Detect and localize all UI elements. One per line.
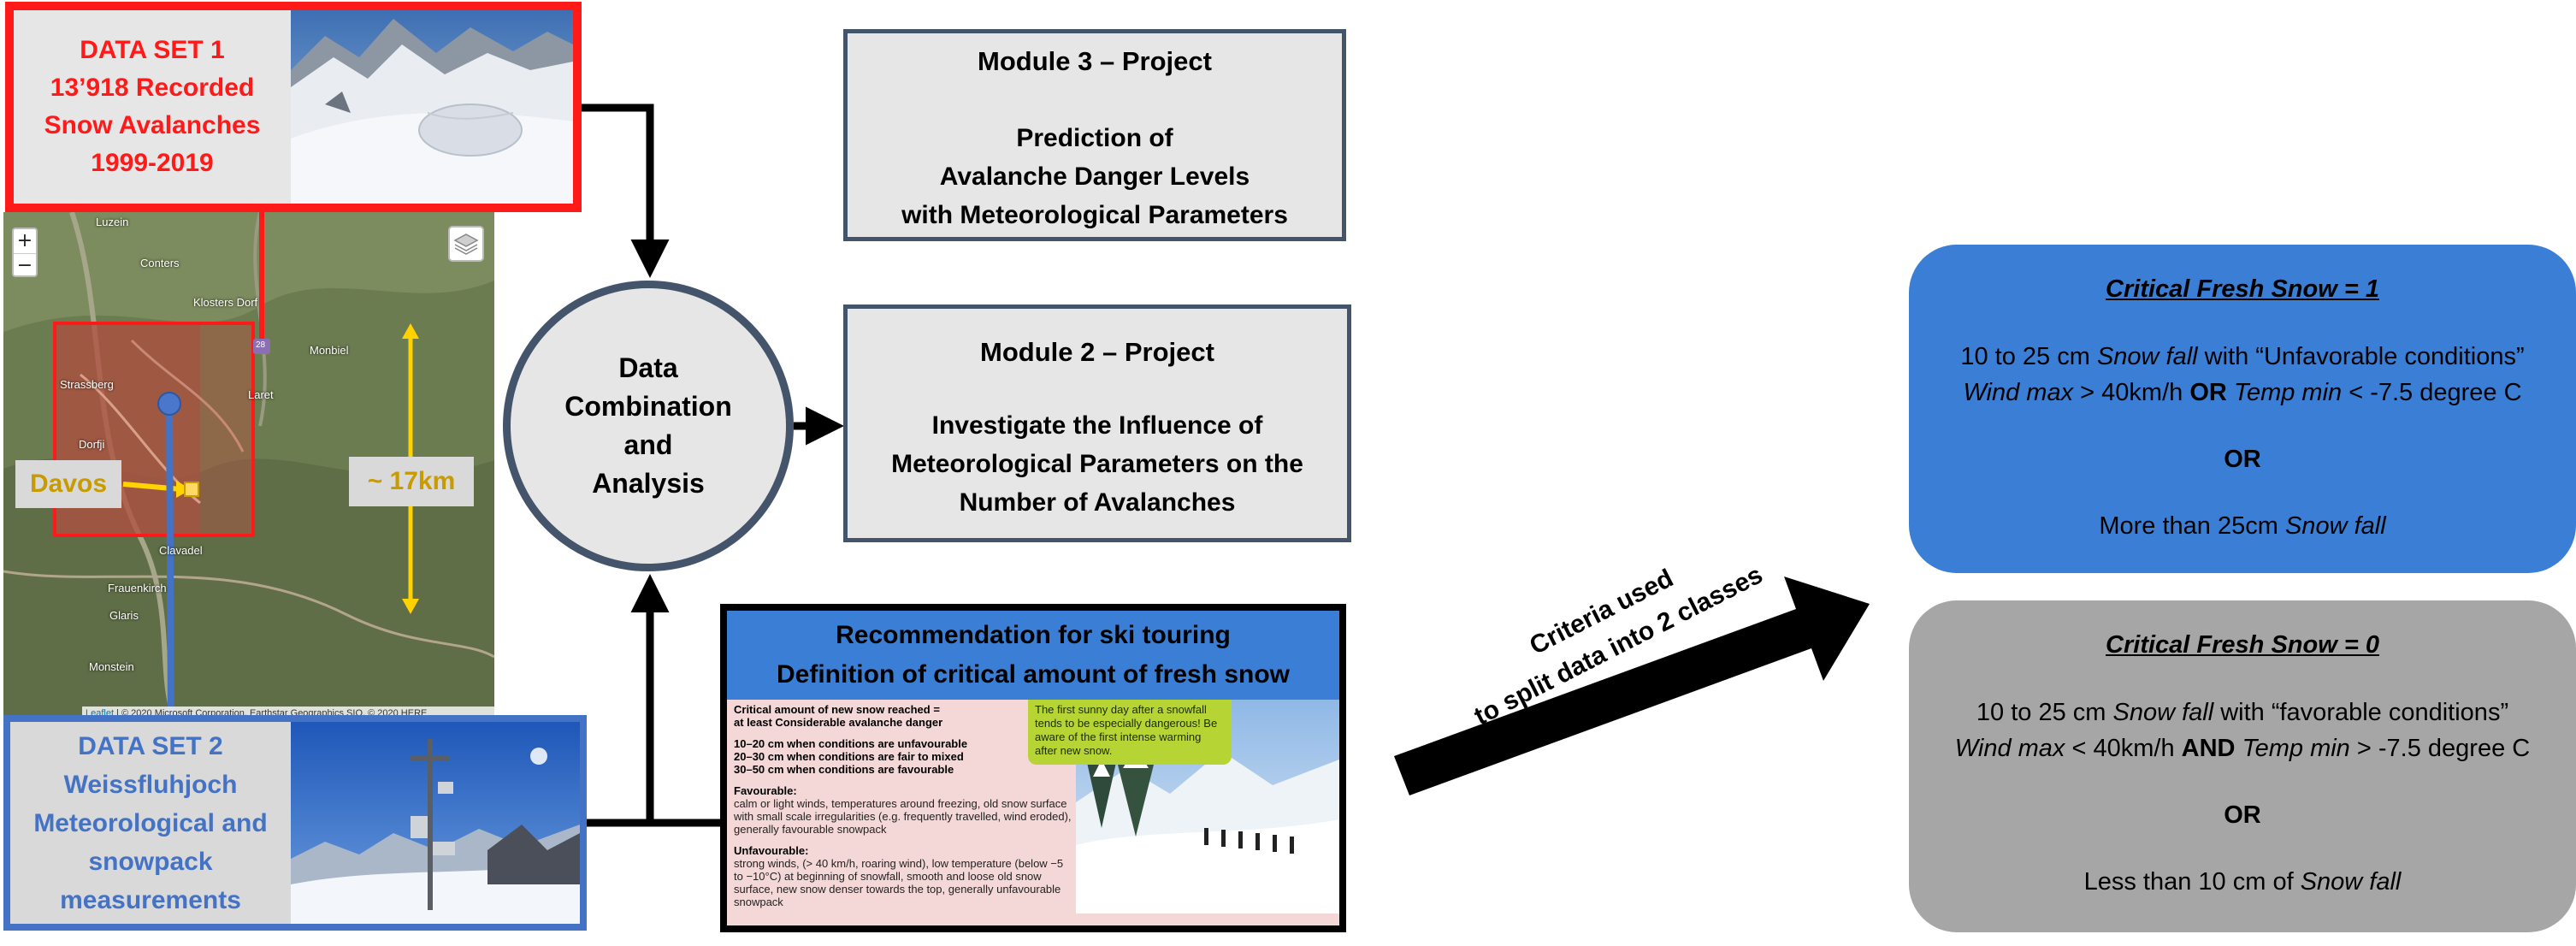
map-label-strassberg: Strassberg [60, 378, 114, 391]
zoom-out-button[interactable]: − [16, 255, 33, 276]
class0-line3: Less than 10 cm of Snow fall [2083, 868, 2402, 896]
module2-body: Investigate the Influence of Meteorologi… [848, 406, 1347, 522]
road-number: 28 [256, 340, 266, 350]
unfavourable-title: Unfavourable: [734, 844, 809, 857]
class0-or: OR [2224, 801, 2261, 829]
dataset2-line: DATA SET 2 [78, 731, 223, 760]
arrow-dataset2-to-circle [587, 582, 720, 827]
dataset1-line: 13’918 Recorded [50, 74, 255, 102]
zoom-separator [14, 253, 36, 254]
map-label-glaris: Glaris [109, 609, 139, 622]
distance-arrow-top [402, 323, 419, 339]
circle-line: Combination [564, 391, 732, 422]
module3-body: Prediction of Avalanche Danger Levels wi… [848, 119, 1342, 234]
warning-note: The first sunny day after a snowfall ten… [1028, 700, 1232, 765]
weather-station-photo [291, 722, 580, 924]
module3-title: Module 3 – Project [978, 46, 1212, 76]
critical-title: Critical amount of new snow reached = [734, 703, 940, 716]
module3-line: Avalanche Danger Levels [939, 163, 1250, 191]
arrow-dataset1-to-circle [582, 103, 670, 278]
class1-box: Critical Fresh Snow = 1 10 to 25 cm Snow… [1909, 245, 2576, 573]
dataset1-label: DATA SET 1 13’918 Recorded Snow Avalanch… [14, 10, 291, 204]
class0-box: Critical Fresh Snow = 0 10 to 25 cm Snow… [1909, 600, 2576, 932]
map-label-monstein: Monstein [89, 660, 134, 673]
module2-line: Investigate the Influence of [931, 411, 1263, 440]
module2-line: Meteorological Parameters on the [891, 450, 1303, 478]
map-label-monbiel: Monbiel [310, 344, 349, 357]
rule-1: 10–20 cm when conditions are unfavourabl… [734, 737, 968, 750]
distance-arrow-bottom [402, 599, 419, 614]
module2-box: Module 2 – Project Investigate the Influ… [843, 304, 1351, 542]
recommendation-text: Critical amount of new snow reached =at … [734, 703, 1072, 927]
map-label-conters: Conters [140, 257, 180, 269]
class1-or: OR [2224, 446, 2261, 473]
dataset1-line: 1999-2019 [91, 149, 214, 177]
class0-line1: 10 to 25 cm Snow fall with “favorable co… [1976, 699, 2509, 726]
recommendation-heading-line2: Definition of critical amount of fresh s… [776, 660, 1291, 689]
davos-label: Davos [15, 460, 121, 508]
weissfluhjoch-marker [157, 392, 181, 416]
map-label-laret: Laret [248, 388, 274, 401]
avalanche-photo [291, 10, 573, 204]
map-label-frauenkirch: Frauenkirch [108, 582, 167, 594]
favourable-text: calm or light winds, temperatures around… [734, 797, 1072, 836]
module2-title: Module 2 – Project [980, 337, 1214, 367]
class1-line1: 10 to 25 cm Snow fall with “Unfavorable … [1960, 343, 2525, 370]
dataset2-label: DATA SET 2 Weissfluhjoch Meteorological … [10, 722, 291, 924]
dataset2-pointer-line [166, 401, 174, 719]
module3-box: Module 3 – Project Prediction of Avalanc… [843, 29, 1346, 241]
dataset1-line: Snow Avalanches [44, 111, 261, 139]
class1-line2: Wind max > 40km/h OR Temp min < -7.5 deg… [1963, 379, 2522, 406]
zoom-in-button[interactable]: + [16, 230, 33, 251]
distance-label: ~ 17km [349, 457, 474, 506]
recommendation-heading-line1: Recommendation for ski touring [836, 621, 1231, 649]
module3-line: Prediction of [1016, 124, 1173, 152]
favourable-title: Favourable: [734, 784, 797, 797]
data-combination-circle: Data Combination and Analysis [503, 281, 794, 571]
class0-title: Critical Fresh Snow = 0 [2106, 631, 2379, 659]
circle-line: Analysis [592, 468, 705, 499]
module2-line: Number of Avalanches [959, 488, 1236, 517]
map-label-luzein: Luzein [96, 216, 129, 228]
recommendation-heading: Recommendation for ski touring Definitio… [727, 611, 1339, 700]
road-marker [253, 339, 270, 354]
circle-line: and [623, 429, 673, 460]
layers-icon [453, 234, 479, 255]
dataset2-line: measurements [60, 885, 241, 914]
criteria-arrow [1394, 576, 1870, 795]
dataset2-line: Weissfluhjoch [63, 770, 238, 799]
map-zoom-control: + − [12, 228, 38, 277]
map-label-dorfji: Dorfji [79, 438, 105, 451]
dataset2-line: snowpack [88, 847, 213, 876]
rule-2: 20–30 cm when conditions are fair to mix… [734, 750, 964, 763]
dataset2-line: Meteorological and [33, 808, 268, 837]
module3-line: with Meteorological Parameters [901, 201, 1288, 229]
class1-line3: More than 25cm Snow fall [2099, 512, 2386, 540]
layers-button[interactable] [448, 226, 484, 262]
dataset1-line: DATA SET 1 [80, 36, 225, 64]
rule-3: 30–50 cm when conditions are favourable [734, 763, 954, 776]
davos-marker [184, 482, 199, 497]
circle-line: Data [618, 352, 678, 383]
class1-title: Critical Fresh Snow = 1 [2106, 275, 2379, 303]
map-label-clavadel: Clavadel [159, 544, 203, 557]
class0-line2: Wind max < 40km/h AND Temp min > -7.5 de… [1954, 735, 2531, 762]
critical-sub: at least Considerable avalanche danger [734, 716, 943, 729]
unfavourable-text: strong winds, (> 40 km/h, roaring wind),… [734, 857, 1064, 908]
map-label-klosters: Klosters Dorf [193, 296, 258, 309]
